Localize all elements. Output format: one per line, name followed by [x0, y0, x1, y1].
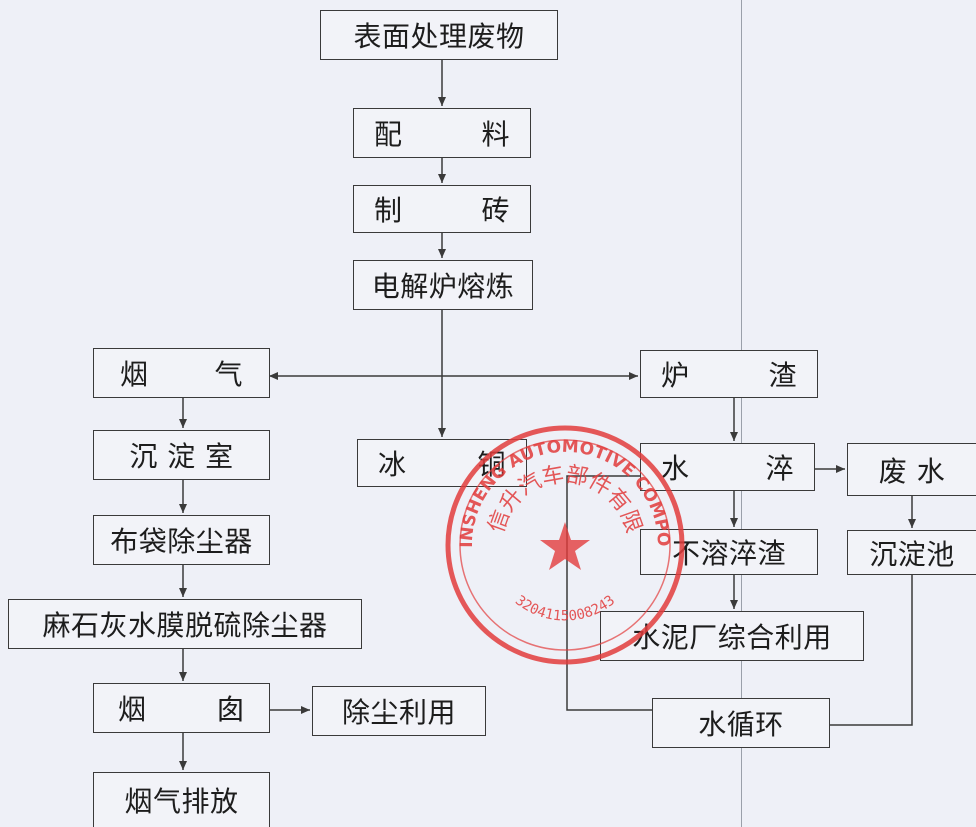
node-settling-tank: 沉淀池 — [847, 530, 976, 575]
node-batching: 配料 — [353, 108, 531, 158]
node-wastewater: 废 水 — [847, 443, 976, 496]
node-settling-room: 沉 淀 室 — [93, 430, 270, 480]
node-surface-waste: 表面处理废物 — [320, 10, 558, 60]
svg-text:3204115008243: 3204115008243 — [512, 593, 618, 625]
node-desulfurization-dust-collector: 麻石灰水膜脱硫除尘器 — [8, 599, 362, 649]
page-divider-line — [741, 0, 742, 827]
node-cement-plant-use: 水泥厂综合利用 — [600, 611, 864, 661]
node-water-quench: 水淬 — [640, 443, 815, 491]
node-flue-gas: 烟气 — [93, 348, 270, 398]
line-tank-to-water-cycle — [830, 575, 913, 726]
node-water-cycle: 水循环 — [652, 698, 830, 748]
node-chimney: 烟囱 — [93, 683, 270, 733]
node-flue-gas-emission: 烟气排放 — [93, 772, 270, 827]
node-bag-filter: 布袋除尘器 — [93, 515, 270, 565]
company-seal-stamp: CHANGZHOU XINSHENG AUTOMOTIVE COMPONENTS… — [440, 420, 685, 665]
node-furnace-slag: 炉渣 — [640, 350, 818, 398]
node-brick-making: 制砖 — [353, 185, 531, 233]
line-water-cycle-loop — [566, 475, 652, 711]
node-dust-reuse: 除尘利用 — [312, 686, 486, 736]
node-electrolytic-furnace: 电解炉熔炼 — [353, 260, 533, 310]
